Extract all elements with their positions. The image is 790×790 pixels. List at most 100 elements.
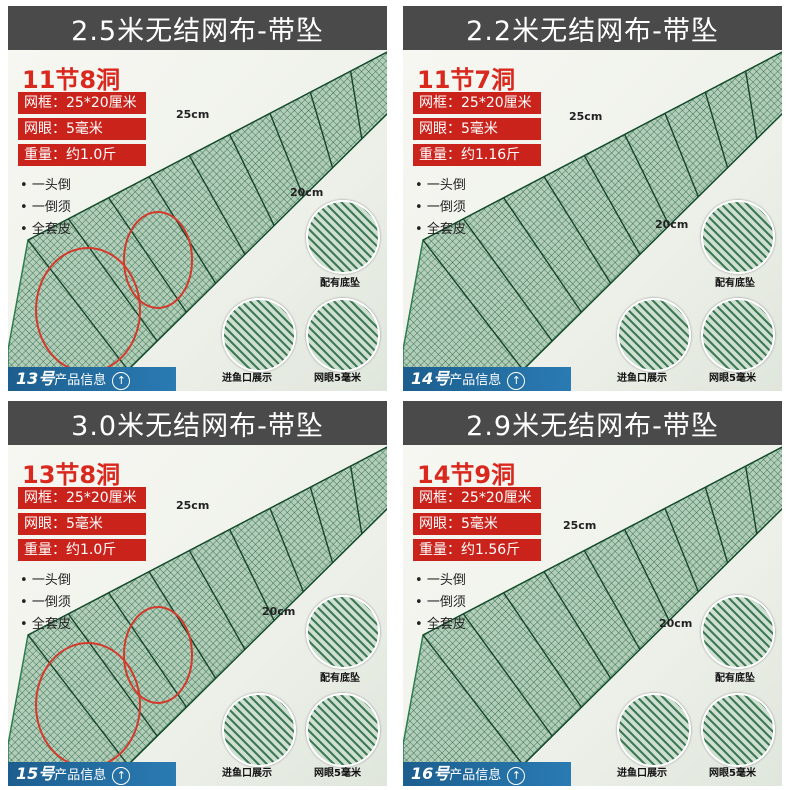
- product-photo: 11节7洞 网框：25*20厘米 网眼：5毫米 重量：约1.16斤 • 一头倒 …: [403, 50, 782, 391]
- feature-1: • 一头倒: [20, 178, 71, 193]
- spec-weight: 重量：约1.16斤: [413, 144, 541, 166]
- dimension-height: 20cm: [290, 186, 324, 199]
- feature-1: • 一头倒: [20, 573, 71, 588]
- feature-label: 全套皮: [31, 222, 71, 237]
- fish-net-illustration: [8, 446, 387, 786]
- product-info-bar[interactable]: 13号产品信息↑: [8, 367, 176, 391]
- fish-net-illustration: [403, 51, 782, 391]
- spec-frame: 网框：25*20厘米: [413, 92, 541, 114]
- caption-entrance: 进鱼口展示: [222, 768, 272, 779]
- model-number: 13号: [16, 369, 55, 388]
- feature-label: 全套皮: [31, 617, 71, 632]
- feature-1: • 一头倒: [415, 178, 466, 193]
- spec-mesh: 网眼：5毫米: [18, 513, 146, 535]
- feature-1: • 一头倒: [415, 573, 466, 588]
- dimension-width: 25cm: [176, 499, 210, 512]
- detail-mesh-image: [701, 298, 775, 372]
- product-info-bar[interactable]: 14号产品信息 ↑: [403, 367, 571, 391]
- product-photo: 11节8洞 网框：25*20厘米 网眼：5毫米 重量：约1.0斤 • 一头倒 •…: [8, 50, 387, 391]
- panel-header: 2.9米无结网布-带坠: [403, 401, 782, 445]
- feature-label: 一头倒: [426, 573, 466, 588]
- model-number: 16号: [411, 764, 450, 783]
- spec-mesh: 网眼：5毫米: [413, 118, 541, 140]
- dimension-width: 25cm: [569, 110, 603, 123]
- dimension-height: 20cm: [655, 218, 689, 231]
- spec-mesh: 网眼：5毫米: [18, 118, 146, 140]
- dimension-width: 25cm: [176, 108, 210, 121]
- detail-mesh-image: [306, 298, 380, 372]
- product-panel-3: 3.0米无结网布-带坠 13节8洞 网框：25*20厘米 网眼：5毫米 重量：约…: [6, 399, 389, 786]
- detail-entrance-image: [222, 693, 296, 767]
- detail-entrance-image: [617, 693, 691, 767]
- fish-net-illustration: [403, 446, 782, 786]
- caption-mesh: 网眼5毫米: [709, 373, 756, 384]
- panel-header: 2.2米无结网布-带坠: [403, 6, 782, 50]
- dimension-height: 20cm: [262, 605, 296, 618]
- feature-label: 一倒须: [31, 595, 71, 610]
- caption-entrance: 进鱼口展示: [222, 373, 272, 384]
- caption-mesh: 网眼5毫米: [709, 768, 756, 779]
- product-title: 14节9洞: [417, 461, 516, 489]
- up-arrow-icon: ↑: [507, 766, 526, 785]
- detail-weight-image: [306, 595, 380, 669]
- caption-mesh: 网眼5毫米: [314, 373, 361, 384]
- detail-mesh-image: [701, 693, 775, 767]
- product-title: 11节8洞: [22, 66, 121, 94]
- caption-entrance: 进鱼口展示: [617, 768, 667, 779]
- detail-weight-image: [701, 200, 775, 274]
- product-photo: 14节9洞 网框：25*20厘米 网眼：5毫米 重量：约1.56斤 • 一头倒 …: [403, 445, 782, 786]
- dimension-width: 25cm: [563, 519, 597, 532]
- feature-3: • 全套皮: [20, 222, 71, 237]
- feature-2: • 一倒须: [20, 200, 71, 215]
- net-tube: [403, 446, 782, 786]
- feature-3: • 全套皮: [415, 617, 466, 632]
- feature-label: 一倒须: [426, 595, 466, 610]
- product-info-bar[interactable]: 16号产品信息 ↑: [403, 762, 571, 786]
- feature-label: 全套皮: [426, 222, 466, 237]
- caption-weight: 配有底坠: [320, 278, 360, 289]
- spec-frame: 网框：25*20厘米: [18, 487, 146, 509]
- spec-weight: 重量：约1.56斤: [413, 539, 541, 561]
- product-panel-4: 2.9米无结网布-带坠 14节9洞 网框：25*20厘米 网眼：5毫米 重量：约…: [401, 399, 784, 786]
- feature-label: 一头倒: [31, 573, 71, 588]
- info-label: 产品信息: [449, 373, 502, 388]
- product-title: 13节8洞: [22, 461, 121, 489]
- spec-frame: 网框：25*20厘米: [18, 92, 146, 114]
- up-arrow-icon: ↑: [112, 766, 131, 785]
- detail-entrance-image: [222, 298, 296, 372]
- product-panel-2: 2.2米无结网布-带坠 11节7洞 网框：25*20厘米 网眼：5毫米 重量：约…: [401, 4, 784, 391]
- caption-weight: 配有底坠: [715, 278, 755, 289]
- feature-2: • 一倒须: [20, 595, 71, 610]
- product-info-bar[interactable]: 15号产品信息 ↑: [8, 762, 176, 786]
- info-label: 产品信息: [54, 373, 107, 388]
- product-photo: 13节8洞 网框：25*20厘米 网眼：5毫米 重量：约1.0斤 • 一头倒 •…: [8, 445, 387, 786]
- panel-header: 3.0米无结网布-带坠: [8, 401, 387, 445]
- detail-weight-image: [701, 595, 775, 669]
- caption-entrance: 进鱼口展示: [617, 373, 667, 384]
- spec-frame: 网框：25*20厘米: [413, 487, 541, 509]
- detail-mesh-image: [306, 693, 380, 767]
- feature-2: • 一倒须: [415, 595, 466, 610]
- panel-header: 2.5米无结网布-带坠: [8, 6, 387, 50]
- info-label: 产品信息: [54, 768, 107, 783]
- net-tube: [8, 446, 387, 786]
- spec-mesh: 网眼：5毫米: [413, 513, 541, 535]
- model-number: 15号: [16, 764, 55, 783]
- feature-2: • 一倒须: [415, 200, 466, 215]
- up-arrow-icon: ↑: [507, 371, 526, 390]
- detail-weight-image: [306, 200, 380, 274]
- info-label: 产品信息: [449, 768, 502, 783]
- feature-label: 一倒须: [426, 200, 466, 215]
- product-panel-1: 2.5米无结网布-带坠 11节8洞 网框：25*20厘米 网眼：5毫米 重量：约…: [6, 4, 389, 391]
- feature-label: 一头倒: [31, 178, 71, 193]
- feature-3: • 全套皮: [415, 222, 466, 237]
- caption-mesh: 网眼5毫米: [314, 768, 361, 779]
- caption-weight: 配有底坠: [320, 673, 360, 684]
- product-title: 11节7洞: [417, 66, 516, 94]
- model-number: 14号: [411, 369, 450, 388]
- feature-label: 一头倒: [426, 178, 466, 193]
- net-tube: [403, 51, 782, 391]
- spec-weight: 重量：约1.0斤: [18, 144, 146, 166]
- feature-3: • 全套皮: [20, 617, 71, 632]
- caption-weight: 配有底坠: [715, 673, 755, 684]
